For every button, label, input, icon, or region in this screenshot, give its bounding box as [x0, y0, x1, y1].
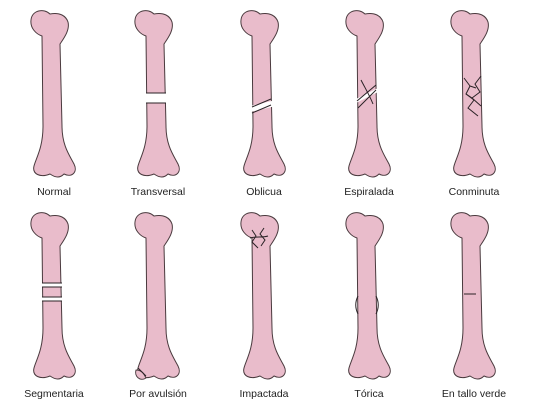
- label-por-avulsion: Por avulsión: [104, 388, 212, 400]
- label-conminuta: Conminuta: [420, 186, 528, 198]
- label-impactada: Impactada: [210, 388, 318, 400]
- bone-avulsion: [135, 213, 179, 380]
- label-normal: Normal: [0, 186, 108, 198]
- bone-torica: [346, 213, 390, 379]
- bone-conminuta: [451, 11, 495, 177]
- bone-normal: [31, 11, 75, 177]
- label-oblicua: Oblicua: [210, 186, 318, 198]
- label-espiralada: Espiralada: [315, 186, 423, 198]
- bone-segmentaria: [31, 213, 75, 379]
- label-segmentaria: Segmentaria: [0, 388, 108, 400]
- bone-oblicua: [241, 11, 285, 177]
- bone-tallo-verde: [451, 213, 495, 379]
- label-en-tallo-verde: En tallo verde: [420, 388, 528, 400]
- bone-impactada: [241, 213, 285, 379]
- label-torica: Tórica: [315, 388, 423, 400]
- bone-espiralada: [346, 11, 390, 177]
- label-transversal: Transversal: [104, 186, 212, 198]
- bone-transversal: [135, 11, 179, 177]
